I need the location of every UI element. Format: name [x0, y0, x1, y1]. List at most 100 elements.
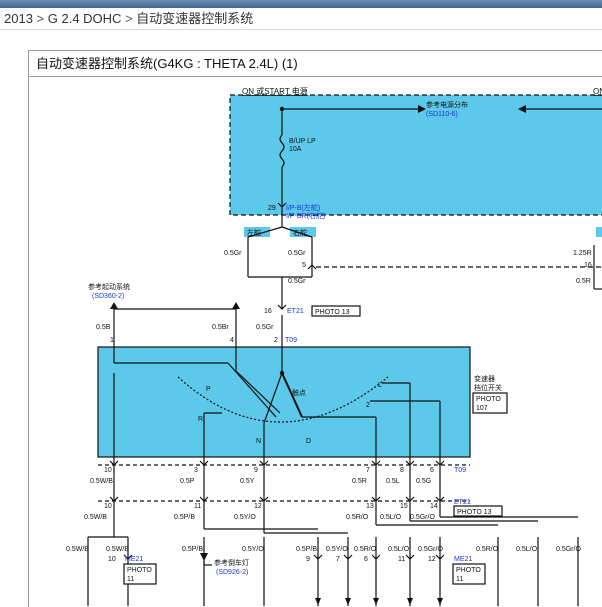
diagram-title: 自动变速器控制系统(G4KG : THETA 2.4L) (1) [29, 51, 602, 77]
connector-pin-icon [405, 554, 415, 560]
power-header: ON 或START 电源 [242, 86, 308, 96]
et21-bottom-wire: 0.5Y/O [234, 514, 256, 521]
et21-top-photo[interactable]: PHOTO 13 [315, 309, 350, 316]
lower-wire-label: 0.5Gr/O [418, 546, 443, 553]
breadcrumb-separator: > [125, 11, 133, 26]
et21-bottom-wire: 0.5Gr/O [410, 514, 435, 521]
connector-pin-icon [199, 460, 209, 466]
connector-pin-icon [259, 460, 269, 466]
power-header-right: ON [593, 87, 602, 96]
breadcrumb: 2013 > G 2.4 DOHC > 自动变速器控制系统 [0, 8, 602, 30]
lower-connector-pin: 12 [428, 556, 436, 563]
arrow-right-icon [418, 105, 426, 113]
ref-power-dist-code: (SD110-6) [426, 111, 458, 118]
arrow-down-icon [345, 598, 351, 605]
breadcrumb-year[interactable]: 2013 [4, 11, 33, 26]
wire-pin16r: 16 [584, 262, 592, 269]
et21-bottom-photo[interactable]: PHOTO 13 [457, 509, 492, 516]
et21-bottom-wire: 0.5R/O [346, 514, 369, 521]
me21-right-photo-l2[interactable]: 11 [456, 576, 463, 583]
switch-pos-d: D [306, 438, 311, 445]
t09-bottom-wire: 0.5L [386, 478, 400, 485]
ip-connector-l2: I/P-BR(右舵) [286, 211, 325, 220]
et21-bottom-wire: 0.5W/B [84, 514, 107, 521]
arrow-down-icon [315, 598, 321, 605]
arrow-down-icon [373, 598, 379, 605]
t09-bottom-code: T09 [454, 467, 466, 474]
switch-photo-box[interactable] [472, 392, 508, 414]
switch-label1: 变速器 [474, 374, 495, 383]
arrow-up-icon [110, 302, 118, 309]
switch-pin4: 4 [230, 337, 234, 344]
t09-top-code: T09 [285, 337, 297, 344]
t09-bottom-wire: 0.5R [352, 478, 367, 485]
t09-bottom-pin: 6 [430, 467, 434, 474]
connector-pin-icon [343, 554, 353, 560]
t09-bottom-pin: 8 [400, 467, 404, 474]
power-box [229, 94, 602, 216]
ip-connector-l1: I/P-B(左舵) [286, 203, 320, 212]
start-ref-label: 参考起动系统 [88, 282, 130, 291]
wire-05r: 0.5R [576, 278, 591, 285]
t09-bottom-wire: 0.5Y [240, 478, 255, 485]
me21-right-code: ME21 [454, 556, 472, 563]
t09-top-wire: 0.5Gr [256, 324, 274, 331]
et21-bottom-pin: 15 [400, 503, 408, 510]
et21-bottom-photo-box[interactable] [453, 505, 503, 517]
arrow-down-icon [200, 553, 208, 561]
arrow-left-icon [518, 105, 526, 113]
et21-bottom-wire: 0.5L/O [380, 514, 402, 521]
lower-wire-label: 0.5P/B [182, 546, 203, 553]
me21-left-photo-l1[interactable]: PHOTO [127, 567, 152, 574]
range-switch-box [97, 346, 471, 458]
connector-pin-icon [109, 460, 119, 466]
connector-pin-icon [123, 554, 133, 560]
wire-gr-left: 0.5Gr [224, 250, 242, 257]
t09-bottom-pin: 10 [104, 467, 112, 474]
switch-pos-l: L [378, 382, 382, 389]
breadcrumb-system[interactable]: 自动变速器控制系统 [136, 11, 254, 26]
et21-bottom-pin: 13 [366, 503, 374, 510]
et21-top-pin: 16 [264, 308, 272, 315]
fuse-name: B/UP LP [289, 138, 316, 145]
connector-pin-icon [371, 554, 381, 560]
me21-left-pin: 10 [108, 556, 116, 563]
arrow-down-icon [407, 598, 413, 605]
top-bar [0, 0, 602, 8]
fuse-icon [279, 134, 285, 168]
et21-bottom-pin: 14 [430, 503, 438, 510]
reverse-ref-code: (SD926-2) [216, 569, 248, 576]
fuse-rating: 10A [289, 146, 302, 153]
me21-right-photo-box[interactable] [452, 563, 486, 585]
me21-left-photo-l2[interactable]: 11 [127, 576, 134, 583]
me21-left-photo-box[interactable] [123, 563, 157, 585]
switch-pos-n: N [256, 438, 261, 445]
lower-wire-label: 0.5W/B [66, 546, 89, 553]
wiring-diagram: ON 或START 电源 ON 参考电源分布 (SD110-6) B/UP LP… [66, 86, 602, 606]
lower-wire-label: 0.5Gr/O [556, 546, 581, 553]
switch-pos-p: P [206, 386, 211, 393]
reverse-ref-label: 参考倒车灯 [214, 558, 249, 567]
connector-pin-icon [313, 554, 323, 560]
et21-bottom-pin: 11 [194, 503, 201, 510]
switch-pin1: 1 [110, 337, 114, 344]
wire-gr-right1: 0.5Gr [288, 250, 306, 257]
switch-photo-l2[interactable]: 107 [476, 405, 488, 412]
lower-connector-pin: 9 [306, 556, 310, 563]
switch-pos-r: R [198, 416, 203, 423]
wire-gr-right2: 0.5Gr [288, 278, 306, 285]
arrow-down-icon [437, 598, 443, 605]
et21-bottom-code: ET21 [454, 499, 471, 506]
connector-pin-icon [405, 460, 415, 466]
me21-right-photo-l1[interactable]: PHOTO [456, 567, 481, 574]
et21-top-photo-box[interactable] [311, 305, 361, 317]
breadcrumb-engine[interactable]: G 2.4 DOHC [47, 11, 122, 26]
switch-photo-l1[interactable]: PHOTO [476, 396, 501, 403]
lower-wire-label: 0.5L/O [516, 546, 538, 553]
et21-bottom-wire: 0.5P/B [174, 514, 195, 521]
t09-bottom-wire: 0.5P [180, 478, 195, 485]
me21-left-code: ME21 [125, 556, 143, 563]
lower-wire-label: 0.5R/O [476, 546, 499, 553]
breadcrumb-separator: > [36, 11, 45, 26]
connector-pin-icon [435, 554, 445, 560]
